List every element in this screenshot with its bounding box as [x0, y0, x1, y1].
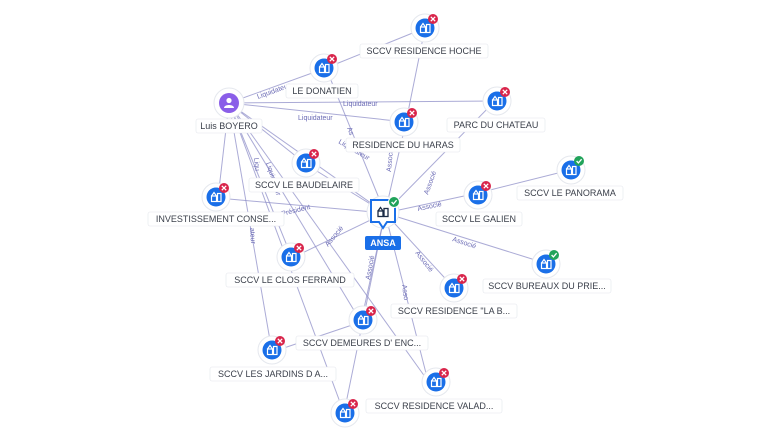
company-node[interactable]: [421, 367, 451, 397]
edge: [405, 27, 426, 123]
node-label: LE DONATIEN: [292, 86, 351, 96]
edge: [384, 212, 455, 289]
edge-label: Associé: [324, 225, 345, 248]
edge-label: Liquidateur: [343, 101, 378, 108]
company-node[interactable]: [330, 398, 360, 428]
node-label: SCCV LE CLOS FERRAND: [234, 275, 346, 285]
building-icon: [377, 206, 389, 218]
node-label: SCCV RESIDENCE "LA B...: [398, 306, 510, 316]
edge: [217, 197, 386, 214]
edge-label: Liqu: [252, 157, 260, 171]
company-node[interactable]: [556, 155, 586, 185]
node-label: SCCV LE BAUDELAIRE: [255, 180, 353, 190]
edge: [384, 192, 479, 214]
company-node[interactable]: [309, 53, 339, 83]
edge: [228, 102, 273, 353]
edge-label: Liquidateur: [298, 115, 333, 122]
company-node[interactable]: [291, 148, 321, 178]
company-node[interactable]: [531, 249, 561, 279]
node-label: SCCV LE GALIEN: [442, 214, 516, 224]
node-label: SCCV BUREAUX DU PRIE...: [488, 281, 606, 291]
node-labels: SCCV RESIDENCE HOCHE LE DONATIEN PARC DU…: [147, 43, 624, 414]
company-node[interactable]: [348, 305, 378, 335]
person-icon: [224, 97, 234, 108]
edge-label: Président: [281, 204, 311, 218]
edge: [228, 102, 308, 166]
edge: [228, 102, 407, 123]
node-label: SCCV LES JARDINS D A...: [218, 369, 328, 379]
edge-label: Associé: [423, 170, 438, 196]
company-node[interactable]: [410, 13, 440, 43]
company-node[interactable]: [463, 180, 493, 210]
person-node[interactable]: [213, 87, 245, 119]
edge-label: Associé: [365, 255, 376, 280]
edge-label: Associé: [451, 236, 477, 250]
edge: [228, 100, 496, 104]
edge-label: Associé: [386, 147, 395, 172]
node-label: INVESTISSEMENT CONSE...: [156, 214, 276, 224]
company-node[interactable]: [276, 242, 306, 272]
company-node[interactable]: [201, 182, 231, 212]
node-label: SCCV RESIDENCE VALAD...: [375, 401, 494, 411]
company-node[interactable]: [389, 107, 419, 137]
person-label: Luis BOYERO: [200, 121, 258, 131]
edge: [384, 212, 549, 265]
edge: [228, 102, 429, 382]
center-label: ANSA: [370, 238, 396, 248]
node-label: SCCV LE PANORAMA: [524, 188, 616, 198]
company-nodes: [201, 13, 586, 428]
node-label: PARC DU CHATEAU: [454, 120, 539, 130]
edge: [477, 169, 571, 194]
node-label: SCCV DEMEURES D' ENC...: [303, 338, 421, 348]
edge-label: Asso: [400, 284, 409, 300]
company-node[interactable]: [257, 335, 287, 365]
edge: [228, 67, 327, 104]
company-node[interactable]: [482, 86, 512, 116]
edge-label: Associé: [413, 250, 434, 274]
node-label: RESIDENCE DU HARAS: [352, 140, 454, 150]
company-node[interactable]: [439, 273, 469, 303]
node-label: SCCV RESIDENCE HOCHE: [366, 46, 481, 56]
edge-label: As: [345, 126, 355, 137]
edge-label: ateur: [248, 228, 256, 245]
edge-label: Associé: [417, 201, 443, 213]
center-node[interactable]: ANSA: [365, 195, 401, 250]
